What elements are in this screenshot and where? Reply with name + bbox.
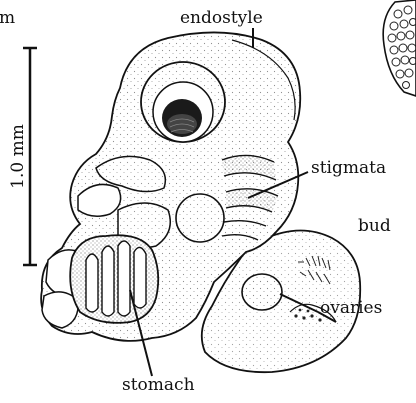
colony-fragment bbox=[383, 0, 416, 96]
cropped-label-fragment: m bbox=[0, 10, 15, 27]
label-endostyle: endostyle bbox=[180, 10, 263, 27]
label-stomach: stomach bbox=[122, 377, 195, 394]
label-ovaries: ovaries bbox=[320, 300, 382, 317]
branchial-lobe bbox=[176, 194, 224, 242]
label-stigmata: stigmata bbox=[311, 160, 386, 177]
scale-bar-label: 1.0 mm bbox=[10, 124, 27, 189]
oral-siphon bbox=[141, 62, 225, 142]
stomach-body bbox=[70, 235, 158, 323]
label-bud: bud bbox=[358, 218, 391, 235]
